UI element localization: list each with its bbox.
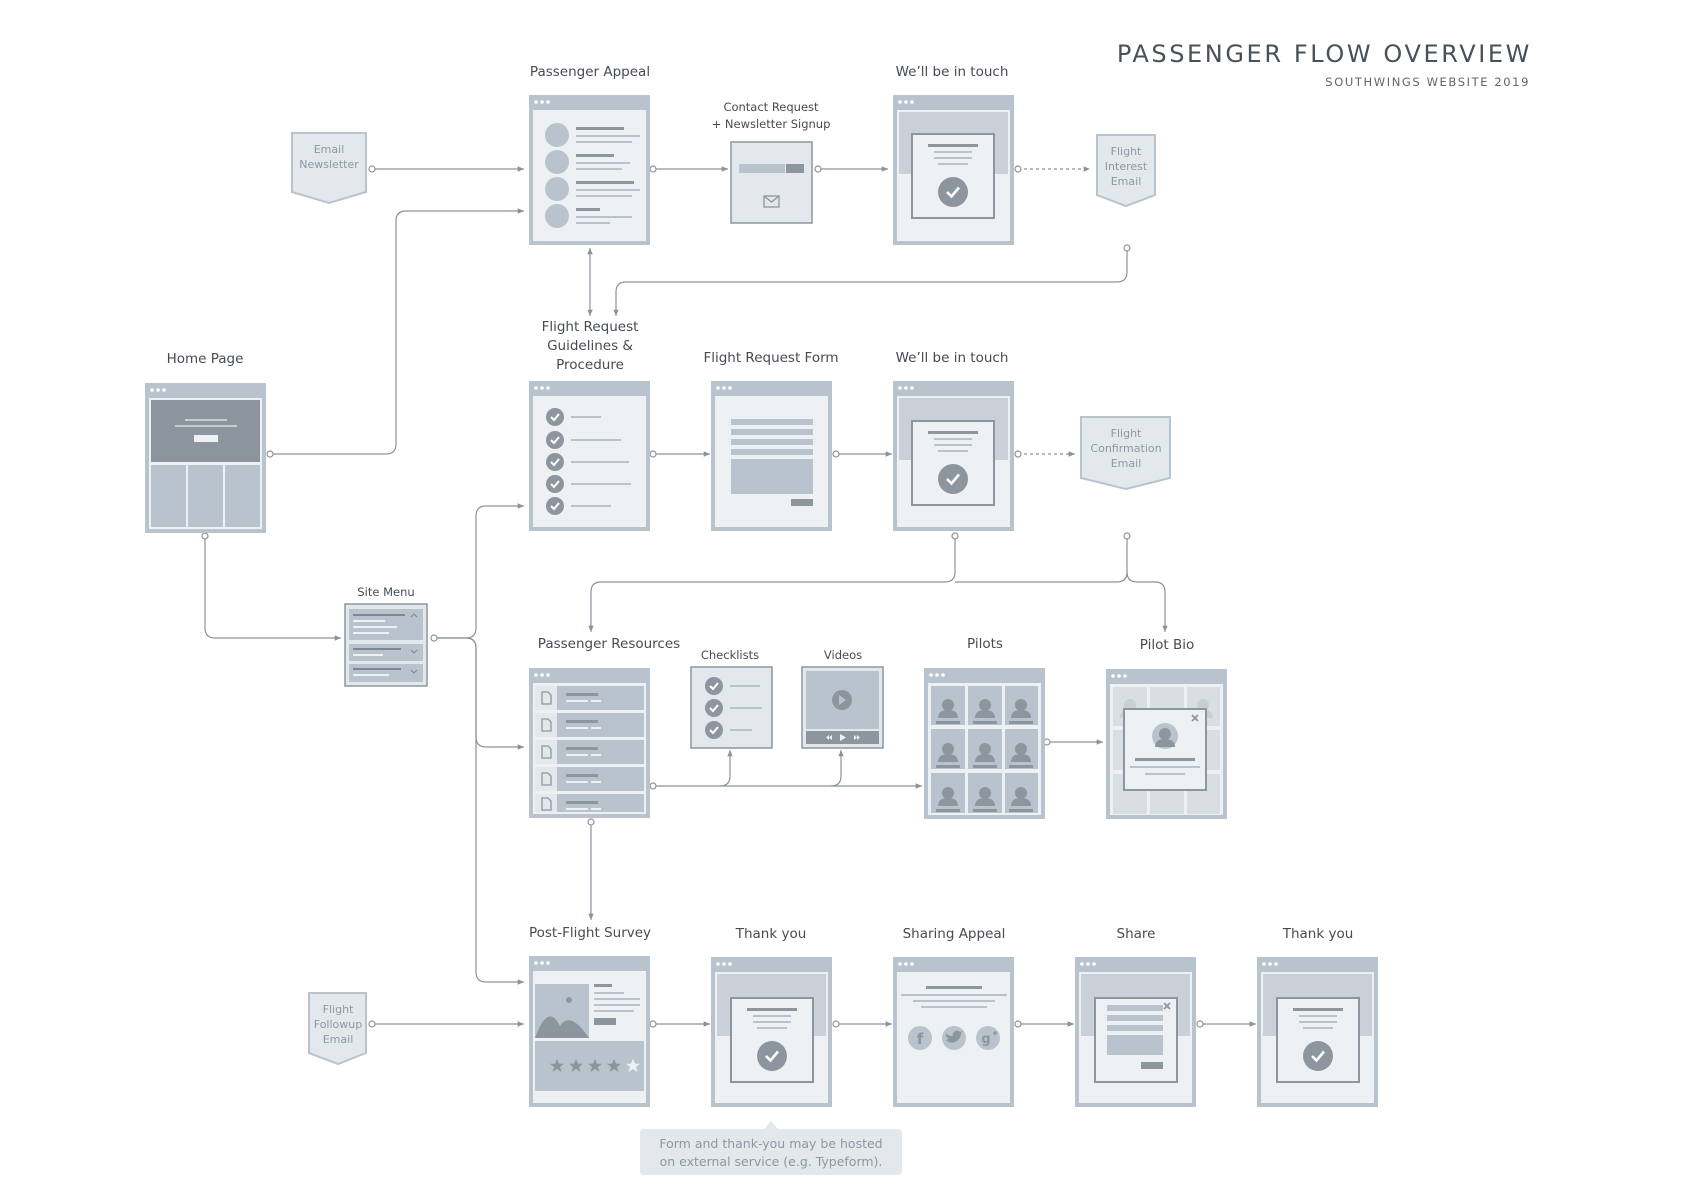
checklists-widget[interactable]: Checklists	[690, 648, 773, 749]
flight-interest-email-badge[interactable]: Flight Interest Email	[1096, 134, 1156, 208]
sharing-appeal-screen[interactable]: Sharing Appeal f g	[893, 926, 1014, 1107]
resource-list	[535, 686, 644, 812]
check-circle-icon	[936, 462, 970, 496]
share-screen[interactable]: Share	[1075, 926, 1196, 1107]
flight-guidelines-label-1: Flight Request	[542, 319, 639, 335]
followup-email-label-1: Flight	[323, 1003, 354, 1016]
videos-widget[interactable]: Videos	[801, 648, 884, 749]
thank-you-screen-1[interactable]: Thank you	[711, 926, 832, 1107]
interest-email-label-3: Email	[1111, 175, 1142, 188]
touch-2-label: We’ll be in touch	[896, 350, 1009, 366]
connector-lines	[204, 166, 1256, 1027]
check-circle-icon	[545, 407, 565, 427]
image-icon	[535, 984, 589, 1038]
thank-you-1-label: Thank you	[735, 926, 807, 942]
close-icon[interactable]	[1163, 1002, 1171, 1010]
contact-request-label-1: Contact Request	[723, 100, 819, 114]
confirmation-email-label-3: Email	[1111, 457, 1142, 470]
check-circle-icon	[545, 474, 565, 494]
flight-confirmation-email-badge[interactable]: Flight Confirmation Email	[1080, 416, 1171, 491]
email-newsletter-label-2: Newsletter	[299, 158, 359, 171]
note-line-1: Form and thank-you may be hosted	[659, 1136, 882, 1151]
touch-screen-2[interactable]: We’ll be in touch	[893, 350, 1014, 531]
passenger-appeal-label: Passenger Appeal	[530, 64, 650, 80]
page-subtitle: SOUTHWINGS WEBSITE 2019	[1325, 75, 1530, 89]
home-page-screen[interactable]: Home Page	[145, 351, 266, 533]
facebook-icon[interactable]: f	[908, 1026, 932, 1050]
check-circle-icon	[704, 698, 724, 718]
touch-screen-1[interactable]: We’ll be in touch	[893, 64, 1014, 245]
flight-guidelines-label-2: Guidelines &	[547, 338, 633, 354]
sharing-appeal-label: Sharing Appeal	[903, 926, 1006, 942]
flight-form-label: Flight Request Form	[703, 350, 838, 366]
svg-text:g: g	[981, 1032, 990, 1047]
share-label: Share	[1117, 926, 1156, 942]
flight-guidelines-label-3: Procedure	[556, 357, 624, 373]
envelope-icon	[763, 195, 780, 208]
passenger-resources-screen[interactable]: Passenger Resources	[529, 636, 680, 818]
check-circle-icon	[755, 1039, 789, 1073]
thank-you-2-label: Thank you	[1282, 926, 1354, 942]
pilots-screen[interactable]: Pilots	[924, 636, 1045, 819]
contact-request-label-2: + Newsletter Signup	[712, 117, 831, 131]
pilot-bio-label: Pilot Bio	[1140, 637, 1194, 653]
check-circle-icon	[704, 676, 724, 696]
note-line-2: on external service (e.g. Typeform).	[660, 1154, 883, 1169]
page-title: PASSENGER FLOW OVERVIEW	[1116, 40, 1532, 68]
followup-email-label-3: Email	[323, 1033, 354, 1046]
connector-dots	[201, 165, 1204, 1028]
videos-label: Videos	[824, 648, 862, 662]
interest-email-label-1: Flight	[1111, 145, 1142, 158]
email-newsletter-badge[interactable]: Email Newsletter	[291, 132, 367, 205]
close-icon[interactable]	[1191, 714, 1199, 722]
flight-request-form-screen[interactable]: Flight Request Form	[703, 350, 839, 531]
survey-label: Post-Flight Survey	[529, 925, 651, 941]
site-menu-label: Site Menu	[357, 585, 414, 599]
contact-request-widget[interactable]: Contact Request + Newsletter Signup	[712, 100, 831, 224]
check-circle-icon	[1301, 1039, 1335, 1073]
svg-text:f: f	[917, 1030, 924, 1048]
touch-1-label: We’ll be in touch	[896, 64, 1009, 80]
passenger-appeal-screen[interactable]: Passenger Appeal	[529, 64, 650, 245]
thank-you-screen-2[interactable]: Thank you	[1257, 926, 1378, 1107]
followup-email-label-2: Followup	[314, 1018, 362, 1031]
google-plus-icon[interactable]: g	[976, 1026, 1000, 1050]
confirmation-email-label-1: Flight	[1111, 427, 1142, 440]
check-circle-icon	[545, 430, 565, 450]
email-newsletter-label-1: Email	[314, 143, 345, 156]
pilot-bio-screen[interactable]: Pilot Bio	[1106, 637, 1227, 819]
check-circle-icon	[545, 452, 565, 472]
check-circle-icon	[704, 720, 724, 740]
home-page-label: Home Page	[167, 351, 244, 367]
check-circle-icon	[545, 496, 565, 516]
interest-email-label-2: Interest	[1105, 160, 1148, 173]
pilot-grid	[931, 686, 1038, 813]
post-flight-survey-screen[interactable]: Post-Flight Survey	[529, 925, 651, 1107]
pilots-label: Pilots	[967, 636, 1003, 652]
checklists-label: Checklists	[701, 648, 759, 662]
site-menu-screen[interactable]: Site Menu	[344, 585, 428, 687]
play-icon	[832, 690, 852, 710]
check-circle-icon	[936, 175, 970, 209]
hosting-note-callout: Form and thank-you may be hosted on exte…	[640, 1121, 902, 1175]
flight-guidelines-screen[interactable]: Flight Request Guidelines & Procedure	[529, 319, 650, 531]
twitter-icon[interactable]	[942, 1026, 966, 1050]
flight-followup-email-badge[interactable]: Flight Followup Email	[308, 992, 367, 1066]
passenger-resources-label: Passenger Resources	[538, 636, 680, 652]
confirmation-email-label-2: Confirmation	[1090, 442, 1161, 455]
